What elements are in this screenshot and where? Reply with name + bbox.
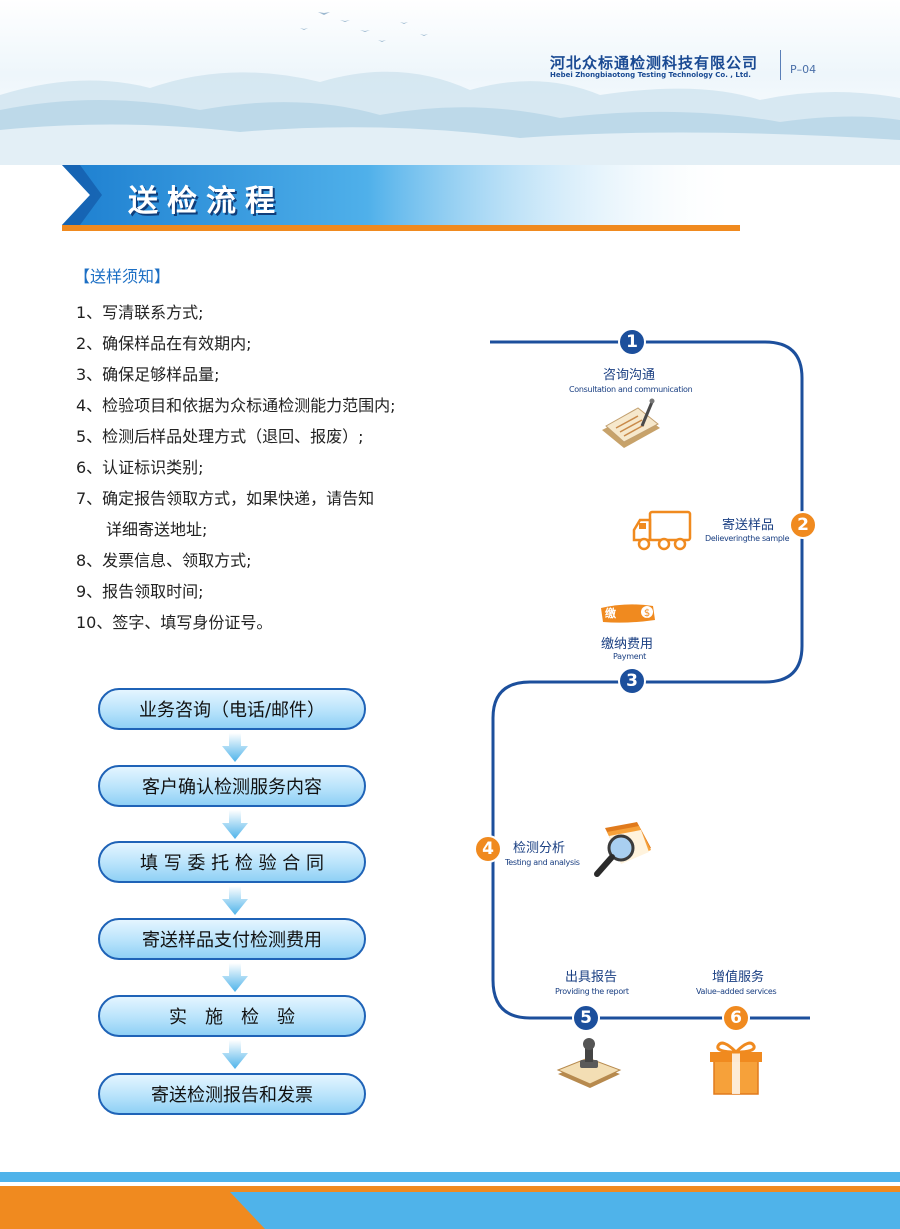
process-step-report-invoice: 寄送检测报告和发票 <box>98 1073 366 1115</box>
step-number-2: 2 <box>789 511 817 539</box>
stamp-icon <box>556 1038 622 1088</box>
note-item: 3、确保足够样品量; <box>76 365 220 384</box>
step-3-label-en: Payment <box>613 652 646 661</box>
process-step-consultation: 业务咨询（电话/邮件） <box>98 688 366 730</box>
mountain-illustration <box>0 12 900 165</box>
note-item-continued: 详细寄送地址; <box>106 520 208 539</box>
company-name-cn: 河北众标通检测科技有限公司 <box>550 54 759 72</box>
notes-list: 1、写清联系方式; 2、确保样品在有效期内; 3、确保足够样品量; 4、检验项目… <box>76 297 496 638</box>
payment-ticket-icon: $ <box>601 604 655 623</box>
step-4-label-en: Testing and analysis <box>505 858 580 867</box>
magnifier-folder-icon <box>594 822 651 877</box>
arrow-down-icon <box>222 733 248 762</box>
step-1-label: 咨询沟通 <box>603 368 656 383</box>
svg-text:$: $ <box>644 608 650 619</box>
process-step-contract: 填 写 委 托 检 验 合 同 <box>98 841 366 883</box>
step-5-label: 出具报告 <box>565 970 618 985</box>
title-banner <box>62 165 740 231</box>
arrow-down-icon <box>222 963 248 992</box>
arrow-down-icon <box>222 886 248 915</box>
step-4-label: 检测分析 <box>513 841 566 856</box>
note-item: 1、写清联系方式; <box>76 303 204 322</box>
note-item: 10、签字、填写身份证号。 <box>76 613 273 632</box>
step-number-4: 4 <box>474 835 502 863</box>
document-pen-icon <box>602 398 660 448</box>
step-number-5: 5 <box>572 1004 600 1032</box>
page-number: P–04 <box>790 63 817 76</box>
flow-path <box>490 340 810 1020</box>
step-2-label-en: Delieveringthe sample <box>705 534 790 543</box>
note-item: 4、检验项目和依据为众标通检测能力范围内; <box>76 396 396 415</box>
note-item: 6、认证标识类别; <box>76 458 204 477</box>
company-name-en: Hebei Zhongbiaotong Testing Technology C… <box>550 71 751 79</box>
notes-heading: 【送样须知】 <box>74 267 171 286</box>
gift-box-icon <box>710 1041 762 1095</box>
page-title: 送检流程 <box>128 184 284 219</box>
payment-badge-text: 缴 <box>605 607 616 620</box>
note-item: 8、发票信息、领取方式; <box>76 551 252 570</box>
header-landscape <box>0 0 900 165</box>
step-number-6: 6 <box>722 1004 750 1032</box>
birds-decoration <box>300 12 428 42</box>
note-item: 9、报告领取时间; <box>76 582 204 601</box>
step-number-3: 3 <box>618 667 646 695</box>
process-step-inspection: 实 施 检 验 <box>98 995 366 1037</box>
process-step-send-pay: 寄送样品支付检测费用 <box>98 918 366 960</box>
step-5-label-en: Providing the report <box>555 987 629 996</box>
footer-band <box>0 1172 900 1229</box>
step-1-label-en: Consultation and communication <box>569 385 693 394</box>
note-item: 5、检测后样品处理方式（退回、报废）; <box>76 427 364 446</box>
step-6-label: 增值服务 <box>712 970 765 985</box>
step-number-1: 1 <box>618 328 646 356</box>
truck-icon <box>632 510 692 551</box>
note-item: 2、确保样品在有效期内; <box>76 334 252 353</box>
process-step-confirm: 客户确认检测服务内容 <box>98 765 366 807</box>
step-2-label: 寄送样品 <box>722 518 775 533</box>
step-6-label-en: Value–added services <box>696 987 777 996</box>
arrow-down-icon <box>222 1040 248 1069</box>
arrow-down-icon <box>222 810 248 839</box>
note-item: 7、确定报告领取方式，如果快递，请告知 <box>76 489 375 508</box>
header-divider <box>780 50 781 80</box>
step-3-label: 缴纳费用 <box>601 637 654 652</box>
